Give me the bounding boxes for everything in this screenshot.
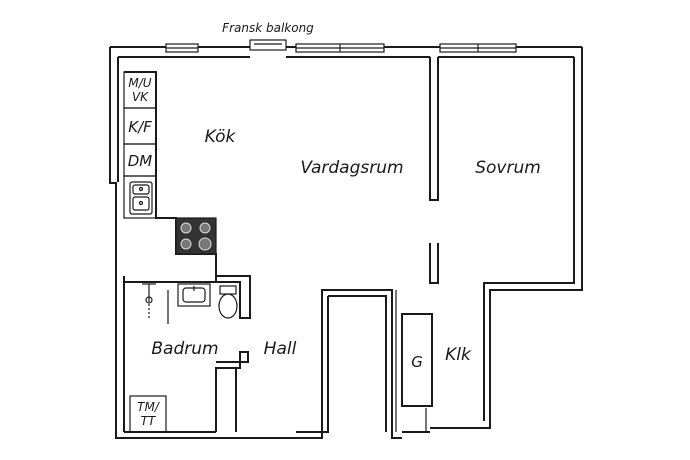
- label-closet: Klk: [445, 345, 472, 365]
- stove-icon: [175, 217, 217, 255]
- label-wardrobe: G: [411, 353, 423, 371]
- outer-walls: [109, 46, 583, 439]
- label-hall: Hall: [264, 339, 297, 359]
- label-kf: K/F: [128, 118, 152, 136]
- bathroom-fixtures: [129, 283, 238, 433]
- toilet-icon: [218, 285, 238, 319]
- label-tm-line1: TM/: [137, 400, 161, 414]
- sink-icon: [129, 181, 153, 215]
- label-bedroom: Sovrum: [475, 158, 541, 178]
- shower-icon: [142, 283, 169, 324]
- label-kitchen: Kök: [205, 127, 237, 147]
- interior-walls: [123, 57, 439, 432]
- label-dm: DM: [128, 152, 153, 170]
- label-mu-line2: VK: [132, 90, 149, 104]
- label-balcony: Fransk balkong: [222, 21, 314, 35]
- label-tm-line2: TT: [141, 414, 157, 428]
- label-living: Vardagsrum: [300, 158, 403, 178]
- kitchen-units: [123, 71, 217, 255]
- washbasin-icon: [177, 283, 211, 307]
- windows: [165, 39, 517, 53]
- label-bathroom: Badrum: [151, 339, 218, 359]
- label-mu-line1: M/U: [128, 76, 151, 90]
